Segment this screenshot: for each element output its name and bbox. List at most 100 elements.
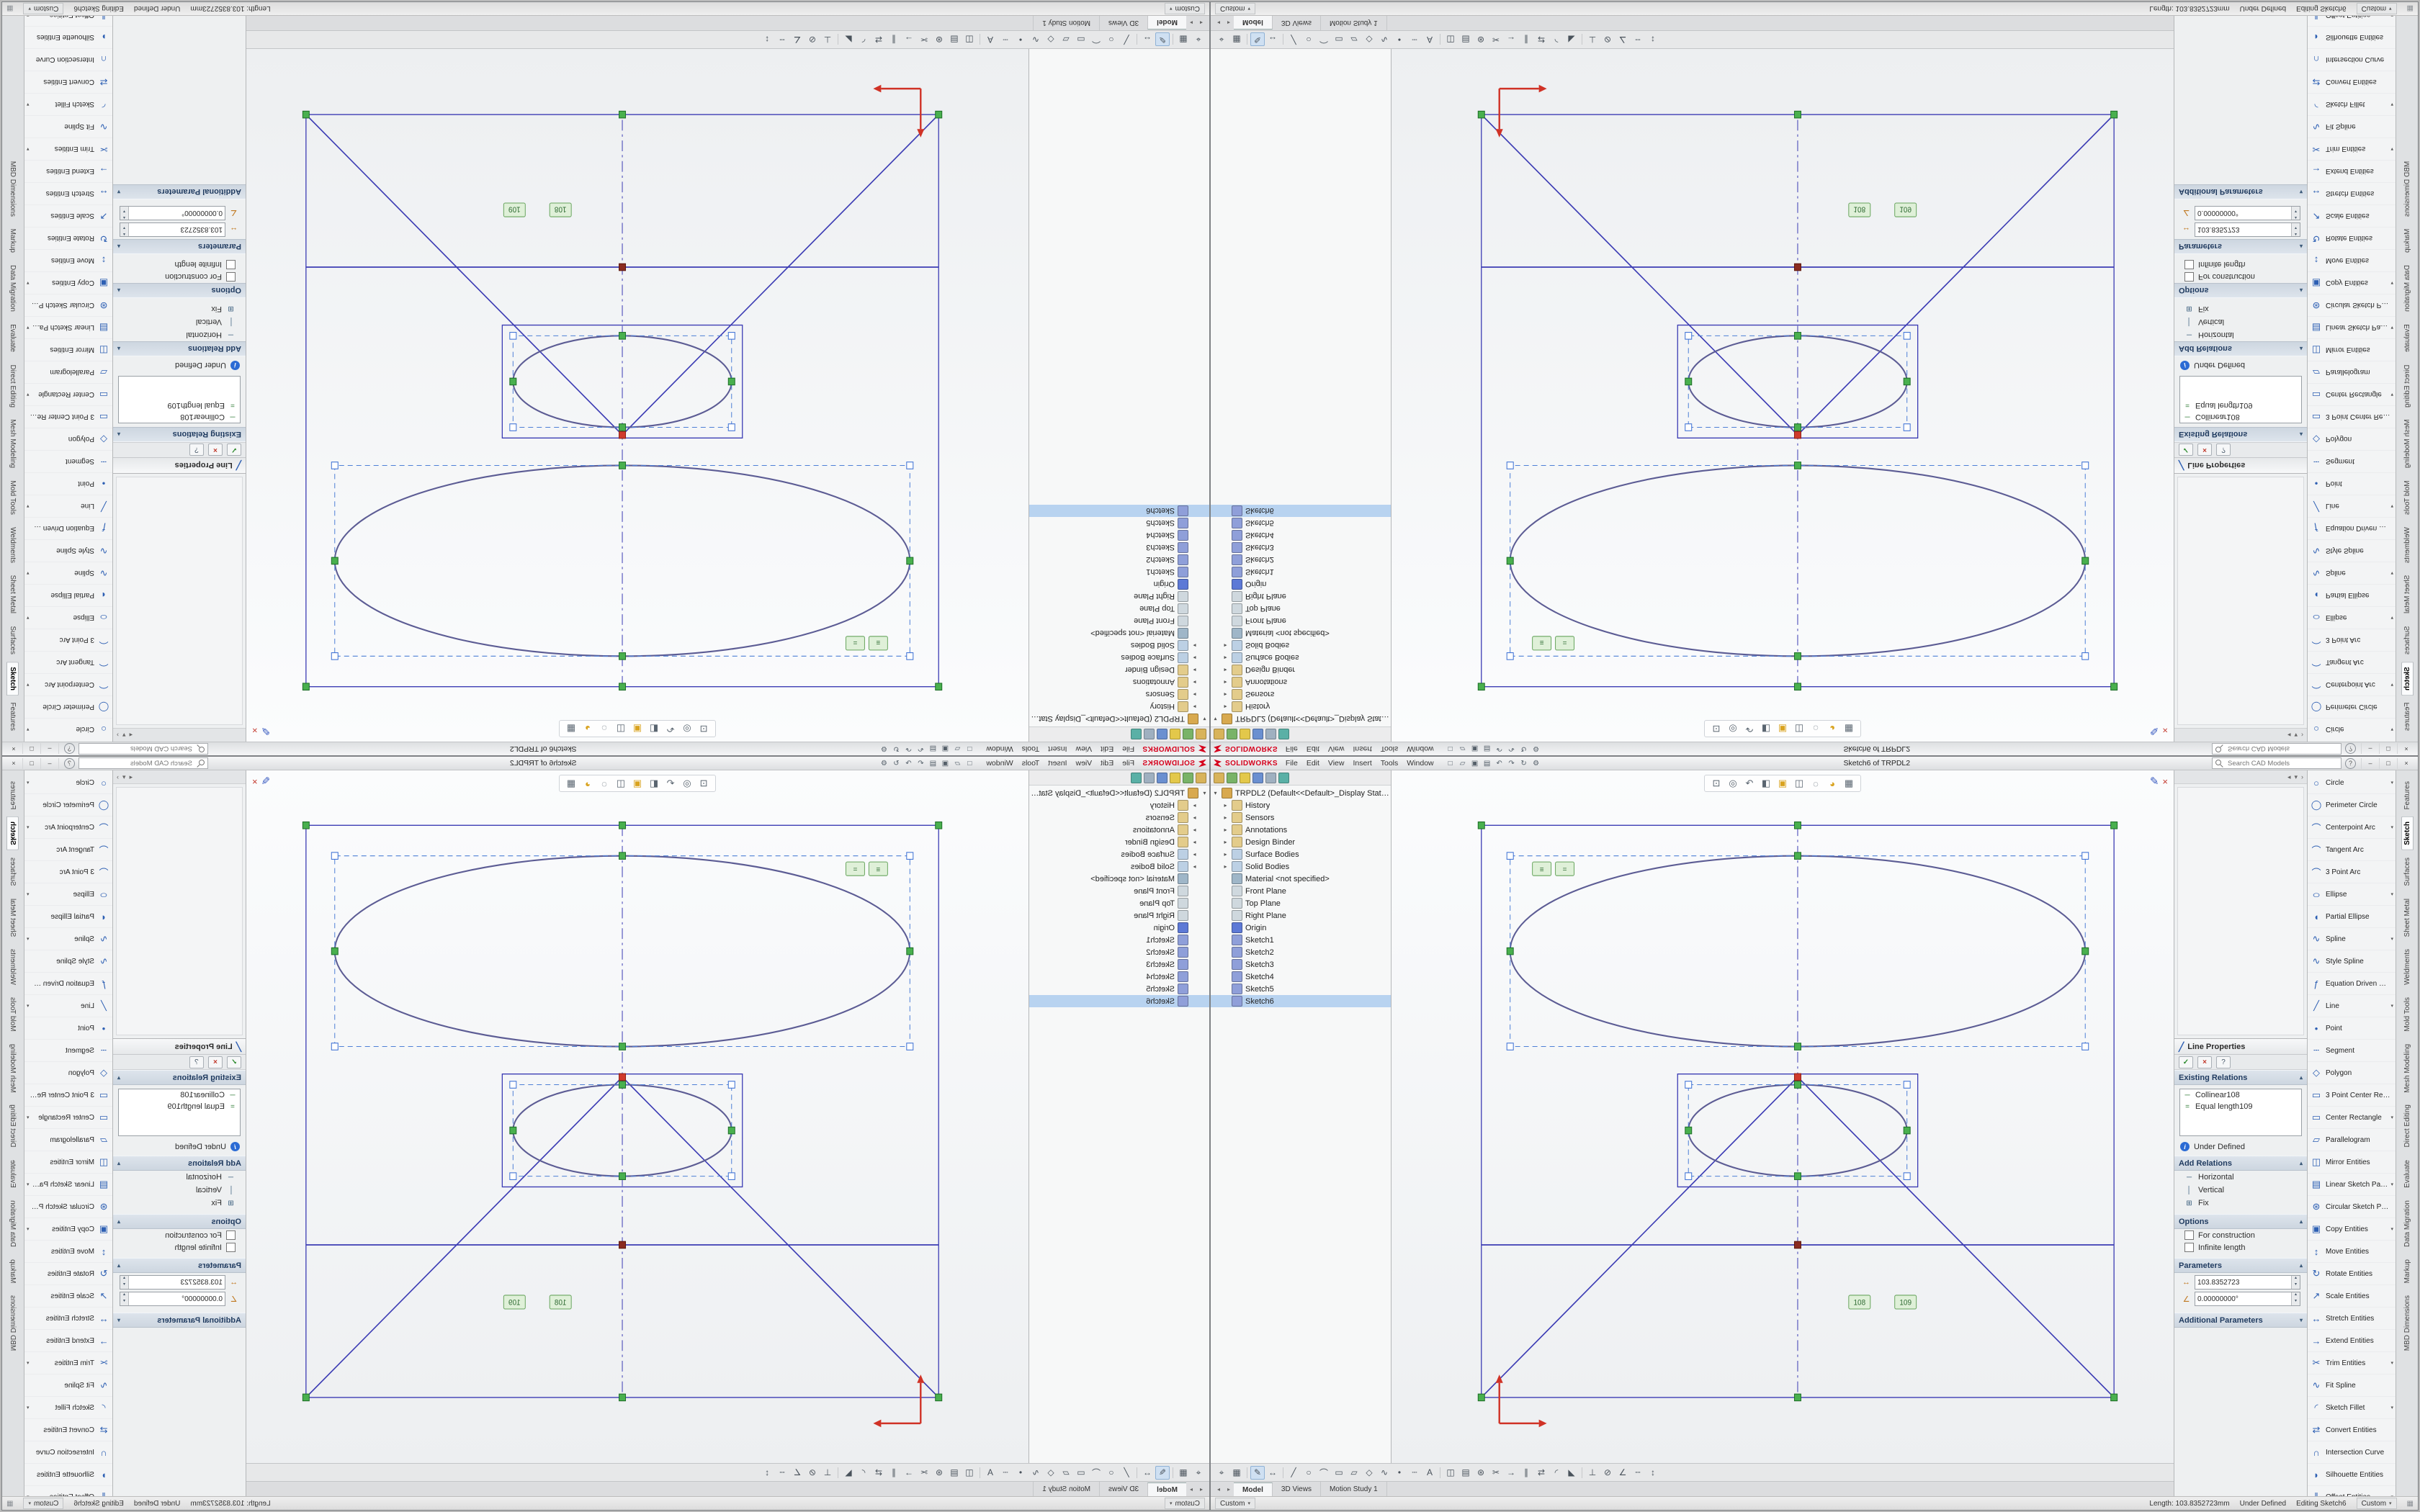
commandmanager-tab[interactable]: Weldments	[2403, 527, 2411, 563]
menu-item[interactable]: File	[1285, 744, 1298, 753]
tree-item[interactable]: Sketch1	[1029, 934, 1209, 946]
heads-up-icon[interactable]: ◫	[1794, 724, 1804, 734]
tree-item[interactable]: ▸ History	[1211, 799, 1391, 811]
tree-item[interactable]: Sketch2	[1029, 554, 1209, 566]
standard-toolbar-icon[interactable]: ↻	[1520, 744, 1527, 753]
flyout-caret-icon[interactable]: ▾	[2390, 726, 2393, 732]
search-input[interactable]	[82, 744, 194, 754]
expand-arrow-icon[interactable]: ▾	[1214, 716, 1217, 722]
heads-up-icon[interactable]: ◌	[1813, 778, 1819, 789]
flyout-caret-icon[interactable]: ▾	[27, 780, 30, 786]
sketch-cone-edge-right[interactable]	[305, 1076, 623, 1398]
sketch-point[interactable]	[302, 683, 310, 691]
selection-handle[interactable]	[727, 332, 735, 340]
bottom-toolbar-icon[interactable]: ▦	[1232, 35, 1241, 45]
tree-item[interactable]: Sketch6	[1211, 995, 1391, 1007]
relation-item[interactable]: = Equal length109	[2180, 1101, 2301, 1112]
tree-item[interactable]: ▸ Solid Bodies	[1029, 860, 1209, 873]
tool-button[interactable]: ∿ Spline ▾	[2308, 928, 2396, 950]
checkbox[interactable]	[2184, 1243, 2194, 1252]
menu-item[interactable]: File	[1285, 759, 1298, 768]
heads-up-icon[interactable]: ◫	[616, 724, 626, 734]
ok-button[interactable]: ✓	[2179, 444, 2193, 456]
search-input[interactable]	[82, 758, 194, 768]
parameter-value[interactable]: 0.00000000°	[182, 1295, 223, 1303]
commandmanager-tab[interactable]: Features	[2403, 702, 2411, 731]
section-additional-parameters[interactable]: Additional Parameters ▾	[113, 1313, 246, 1328]
flyout-caret-icon[interactable]: ▾	[2390, 280, 2393, 285]
heads-up-icon[interactable]: ◌	[601, 723, 607, 734]
featuremanager-tab-icon[interactable]	[1196, 772, 1206, 783]
bottom-toolbar-icon[interactable]: ✎	[1155, 32, 1170, 47]
add-relation-button[interactable]: ⊞ Fix	[113, 302, 246, 315]
bottom-toolbar-icon[interactable]: ✎	[1250, 1465, 1265, 1480]
bottom-toolbar-icon[interactable]: ∿	[1031, 1467, 1040, 1477]
model-tab[interactable]: Model	[1234, 16, 1273, 30]
tree-item[interactable]: ▸ Surface Bodies	[1211, 848, 1391, 860]
bottom-toolbar-icon[interactable]: ∿	[1380, 35, 1389, 45]
selection-handle[interactable]	[1685, 1172, 1693, 1180]
heads-up-icon[interactable]: ⊡	[699, 778, 708, 788]
tool-button[interactable]: ⌒ Tangent Arc	[2308, 651, 2396, 673]
add-relation-button[interactable]: │ Vertical	[2174, 1184, 2307, 1197]
expand-arrow-icon[interactable]: ▸	[1193, 839, 1196, 845]
sketch-intersection-point[interactable]	[1793, 1241, 1801, 1249]
commandmanager-tab[interactable]: Markup	[9, 228, 17, 253]
help-button[interactable]: ?	[2345, 757, 2356, 769]
sketch-point[interactable]	[727, 1126, 735, 1135]
window-control-button[interactable]: –	[41, 743, 59, 755]
section-add-relations[interactable]: Add Relations ▴	[2174, 1156, 2307, 1171]
tree-item[interactable]: Sketch2	[1211, 554, 1391, 566]
menu-item[interactable]: File	[1122, 759, 1135, 768]
selection-handle[interactable]	[1685, 1081, 1693, 1089]
bottom-toolbar-icon[interactable]: ╱	[1124, 1467, 1129, 1477]
menu-item[interactable]: Insert	[1048, 759, 1067, 768]
sketch-canvas[interactable]: ≡ = 108 109	[1392, 49, 2174, 742]
bottom-toolbar-icon[interactable]: ╱	[1291, 35, 1296, 45]
tree-item[interactable]: ▸ Solid Bodies	[1029, 639, 1209, 652]
tool-button[interactable]: ↻ Rotate Entities	[24, 1263, 112, 1285]
bottom-toolbar-icon[interactable]: ┄	[1003, 35, 1008, 45]
bottom-toolbar-icon[interactable]: ╱	[1124, 35, 1129, 45]
bottom-toolbar-icon[interactable]: ↔	[1268, 35, 1277, 45]
selection-handle[interactable]	[509, 1172, 517, 1180]
flyout-caret-icon[interactable]: ▾	[27, 503, 30, 508]
featuremanager-tab-icon[interactable]	[1144, 772, 1155, 783]
parameter-field[interactable]: ↔ 103.8352723 ▴ ▾	[120, 222, 239, 237]
spin-up-icon[interactable]: ▴	[120, 1292, 128, 1299]
commandmanager-tab[interactable]: Sheet Metal	[9, 575, 17, 614]
menu-item[interactable]: Window	[1407, 759, 1434, 768]
tool-button[interactable]: ↻ Rotate Entities	[24, 227, 112, 249]
tree-item[interactable]: Origin	[1029, 922, 1209, 934]
selection-handle[interactable]	[2081, 852, 2089, 860]
bottom-toolbar-icon[interactable]: ⊛	[1476, 1467, 1485, 1477]
featuremanager-tab-icon[interactable]	[1252, 772, 1263, 783]
tool-button[interactable]: ◯ Perimeter Circle	[2308, 696, 2396, 718]
option-row[interactable]: Infinite length	[113, 258, 246, 271]
sketch-point[interactable]	[619, 110, 627, 119]
tool-button[interactable]: ⌒ 3 Point Arc	[24, 629, 112, 651]
expand-arrow-icon[interactable]: ▸	[1193, 703, 1196, 710]
section-parameters[interactable]: Parameters ▴	[113, 1258, 246, 1273]
spin-up-icon[interactable]: ▴	[2292, 230, 2300, 236]
tool-button[interactable]: ◗ Silhouette Entities	[2308, 1464, 2396, 1486]
featuremanager-tab-icon[interactable]	[1265, 772, 1276, 783]
tree-item[interactable]: ▸ Sensors	[1211, 688, 1391, 701]
flyout-caret-icon[interactable]: ▾	[2390, 325, 2393, 330]
sketch-point[interactable]	[1903, 377, 1911, 386]
tree-item[interactable]: Right Plane	[1211, 590, 1391, 603]
bottom-toolbar-icon[interactable]: ✎	[1155, 1465, 1170, 1480]
expand-arrow-icon[interactable]: ▸	[1193, 691, 1196, 698]
tool-button[interactable]: ╱ Line ▾	[2308, 995, 2396, 1017]
tool-button[interactable]: ∥ Offset Entities ▾	[2308, 16, 2396, 26]
window-control-button[interactable]: □	[2379, 743, 2397, 755]
bottom-toolbar-icon[interactable]: ⌖	[1196, 1467, 1201, 1477]
bottom-toolbar-icon[interactable]: ◜	[1554, 35, 1559, 45]
sketch-point[interactable]	[302, 1393, 310, 1402]
tab-scroll-left-icon[interactable]: ◂	[1200, 19, 1204, 27]
expand-arrow-icon[interactable]: ▸	[1224, 814, 1227, 821]
heads-up-icon[interactable]: ◧	[649, 724, 659, 734]
commandmanager-tab[interactable]: MBD Dimensions	[2403, 1295, 2411, 1351]
bottom-toolbar-icon[interactable]: ▭	[1335, 35, 1343, 45]
bottom-toolbar-icon[interactable]: ○	[1108, 35, 1114, 45]
